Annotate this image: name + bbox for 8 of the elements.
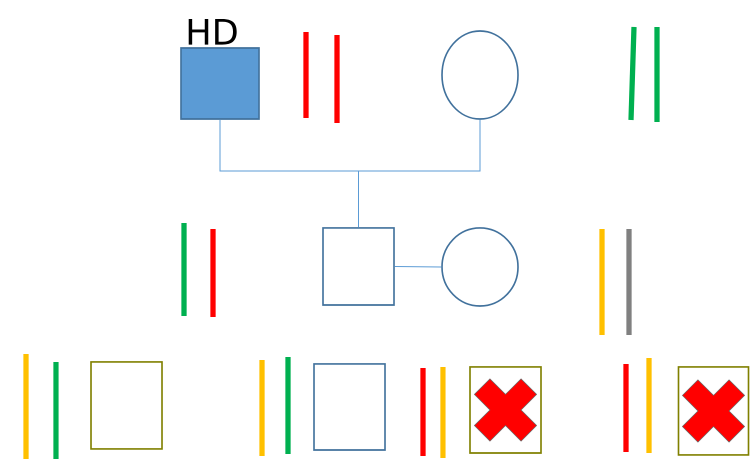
pedigree-circle	[441, 227, 519, 307]
node-label: HD	[188, 18, 237, 45]
pedigree-square	[322, 227, 395, 306]
connector-line	[394, 266, 442, 268]
pedigree-square	[90, 361, 163, 450]
pedigree-square	[313, 363, 386, 451]
pedigree-circle	[441, 30, 519, 120]
connector-line	[358, 119, 480, 228]
